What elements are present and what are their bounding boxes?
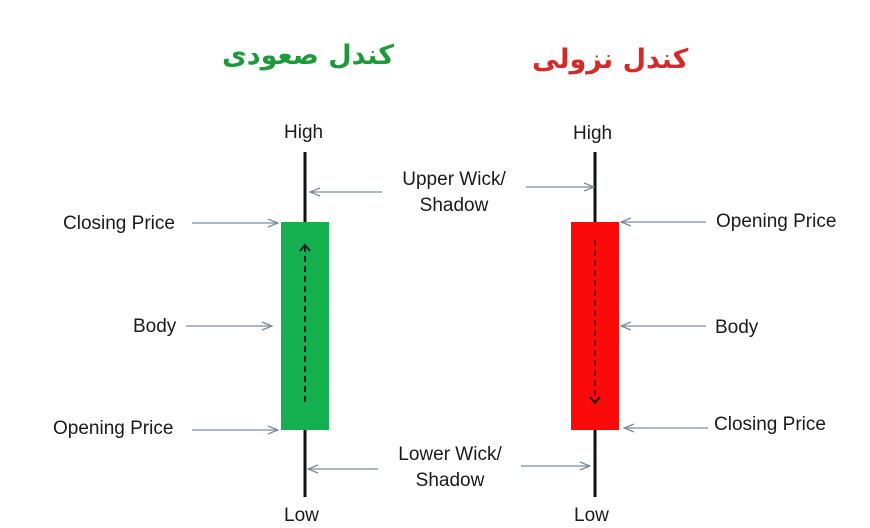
bullish-candle [281, 152, 329, 497]
bearish-candle-title: کندل نزولی [532, 44, 689, 75]
bearish-closing-label: Closing Price [714, 414, 826, 435]
upper-wick-line2: Shadow [419, 195, 489, 216]
lower-wick-label: Lower Wick/ Shadow [382, 442, 518, 494]
lower-wick-line1: Lower Wick/ [398, 444, 502, 465]
bearish-opening-label: Opening Price [716, 211, 837, 232]
bearish-low-label: Low [574, 505, 609, 526]
bullish-high-label: High [284, 122, 324, 143]
bullish-body-label: Body [133, 316, 177, 337]
bearish-body-label: Body [715, 317, 759, 338]
upper-wick-label: Upper Wick/ Shadow [386, 167, 522, 219]
bullish-low-label: Low [284, 505, 319, 526]
bullish-opening-label: Opening Price [53, 418, 174, 439]
bullish-candle-title: کندل صعودی [222, 40, 395, 71]
bearish-candle [571, 152, 619, 497]
lower-wick-line2: Shadow [415, 470, 485, 491]
bullish-closing-label: Closing Price [63, 213, 175, 234]
bearish-high-label: High [573, 123, 613, 144]
upper-wick-line1: Upper Wick/ [402, 169, 506, 190]
